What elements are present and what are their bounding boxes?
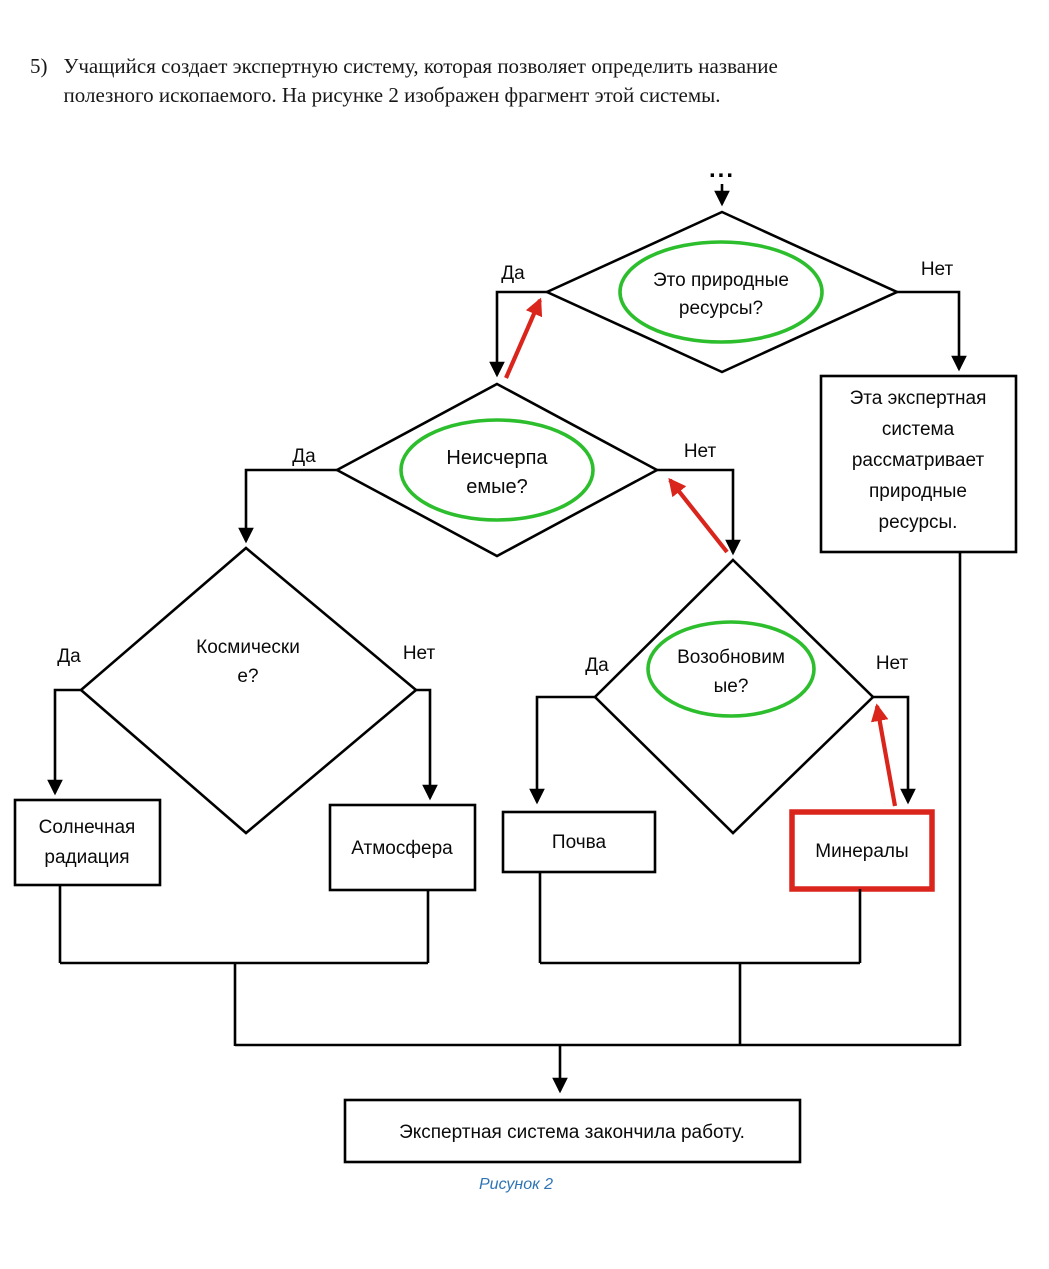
label-yes-cosmic: Да <box>57 646 81 667</box>
label-no-cosmic: Нет <box>403 643 436 664</box>
red-backtrack-arrow-renewable-to-inexhaustible <box>668 477 729 554</box>
question-line2: полезного ископаемого. На рисунке 2 изоб… <box>63 83 721 107</box>
edge-inexhaustible-yes <box>238 468 337 544</box>
edge-natural-yes <box>489 290 547 378</box>
box-atmosphere <box>328 803 477 892</box>
box-final-label: Экспертная система закончила работу. <box>399 1122 745 1143</box>
edge-cosmic-no <box>416 688 438 801</box>
decision-renewable <box>593 558 875 835</box>
question-line1: Учащийся создает экспертную систему, кот… <box>63 54 778 78</box>
label-yes-inexhaustible: Да <box>292 446 316 467</box>
figure-caption: Рисунок 2 <box>479 1176 553 1193</box>
box-solar-line1: Солнечная <box>39 817 136 838</box>
box-soil-label: Почва <box>552 832 607 853</box>
decision-renewable-text-line1: Возобновим <box>677 647 785 668</box>
label-yes-natural: Да <box>501 263 525 284</box>
decision-inexhaustible-text-line1: Неисчерпа <box>446 447 548 469</box>
box-minerals <box>789 809 935 892</box>
box-soil <box>501 810 657 874</box>
box-final <box>343 1098 802 1164</box>
box-solar-line2: радиация <box>44 847 129 868</box>
decision-renewable-text-line2: ые? <box>714 676 749 697</box>
red-backtrack-arrow-inexhaustible-to-natural <box>504 297 543 379</box>
decision-natural-text-line1: Это природные <box>653 270 789 291</box>
question-text: Учащийся создает экспертную систему, кот… <box>64 52 778 110</box>
edge-renewable-yes <box>529 695 595 805</box>
label-yes-renewable: Да <box>585 655 609 676</box>
box-not-natural-line3: рассматривает <box>852 450 985 471</box>
highlight-ellipse-renewable <box>646 620 816 718</box>
box-not-natural-line5: ресурсы. <box>879 512 958 533</box>
label-no-renewable: Нет <box>876 653 909 674</box>
highlight-ellipse-inexhaustible <box>399 418 595 522</box>
decision-cosmic <box>79 546 419 835</box>
box-not-natural-line4: природные <box>869 481 967 502</box>
box-not-natural-line2: система <box>882 419 955 440</box>
decision-inexhaustible <box>334 382 660 558</box>
start-ellipsis: ... <box>709 156 735 183</box>
decision-cosmic-text-line1: Космически <box>196 637 300 658</box>
decision-natural-text-line2: ресурсы? <box>679 298 763 319</box>
question-number: 5) <box>30 54 48 78</box>
red-backtrack-arrow-minerals-to-renewable <box>870 703 898 807</box>
edge-natural-no <box>897 290 967 372</box>
box-not-natural <box>819 374 1018 554</box>
label-no-inexhaustible: Нет <box>684 441 717 462</box>
box-solar-radiation <box>13 798 162 887</box>
decision-natural-resources <box>543 210 901 374</box>
box-not-natural-line1: Эта экспертная <box>850 388 987 409</box>
question: 5) Учащийся создает экспертную систему, … <box>30 52 778 110</box>
edge-inexhaustible-no <box>657 468 741 556</box>
box-minerals-label: Минералы <box>815 841 908 862</box>
box-atmosphere-label: Атмосфера <box>351 838 453 859</box>
edge-renewable-no <box>873 695 916 805</box>
decision-cosmic-text-line2: е? <box>237 666 258 687</box>
label-no-natural: Нет <box>921 259 954 280</box>
decision-inexhaustible-text-line2: емые? <box>466 476 528 498</box>
highlight-ellipse-natural-resources <box>618 240 824 344</box>
edge-cosmic-yes <box>47 688 81 796</box>
